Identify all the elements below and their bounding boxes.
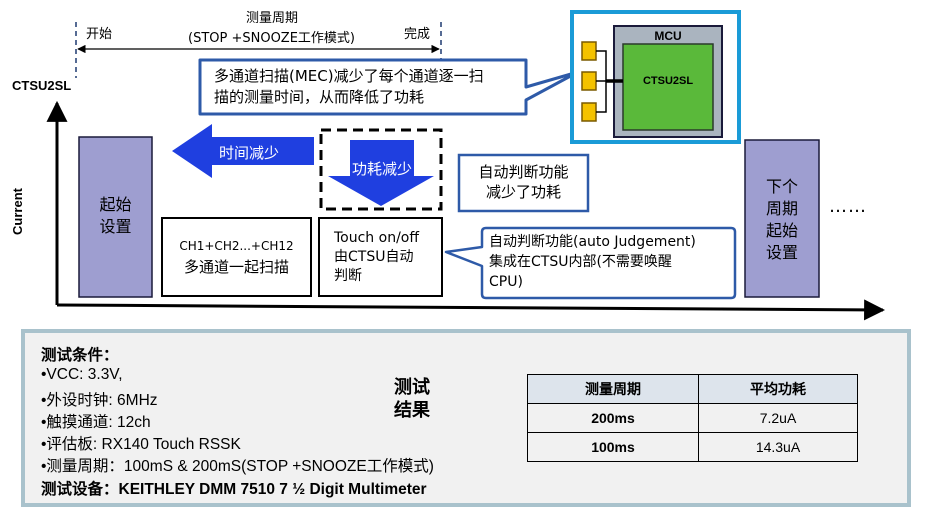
results-table: 测量周期 平均功耗 200ms 7.2uA 100ms 14.3uA bbox=[527, 374, 858, 462]
ellipsis: …… bbox=[829, 196, 867, 217]
y-axis-label: Current bbox=[9, 188, 25, 235]
time-reduce-label: 时间减少 bbox=[219, 144, 280, 162]
pin-wire bbox=[596, 50, 623, 81]
mcu-core-label: CTSU2SL bbox=[642, 75, 694, 87]
result-star-label: 测试 结果 bbox=[394, 377, 430, 421]
next-cycle-setup-label: 下个 周期 起始 设置 bbox=[765, 177, 798, 262]
auto-judge-callout-text: 自动判断功能 减少了功耗 bbox=[478, 163, 569, 201]
test-panel: 测试条件： •VCC: 3.3V, •外设时钟: 6MHz •触摸通道: 12c… bbox=[21, 329, 911, 507]
cycle-end-label: 完成 bbox=[404, 27, 431, 42]
table-cell: 14.3uA bbox=[698, 432, 858, 462]
auto-judge-detail-shape bbox=[444, 226, 737, 300]
conditions-heading: 测试条件： bbox=[41, 347, 119, 364]
cycle-start-label: 开始 bbox=[86, 27, 113, 42]
condition-line: •评估板: RX140 Touch RSSK bbox=[41, 436, 241, 453]
auto-judge-callout-shape bbox=[457, 153, 590, 213]
touch-judge-label: Touch on/off 由CTSU自动 判断 bbox=[334, 230, 419, 284]
power-reduce-arrow bbox=[328, 140, 434, 206]
condition-line: •VCC: 3.3V, bbox=[41, 366, 123, 383]
condition-line: •测量周期：100mS & 200mS(STOP +SNOOZE工作模式) bbox=[41, 458, 434, 475]
pin-wire bbox=[596, 81, 623, 113]
mcu-label: MCU bbox=[654, 29, 682, 43]
table-cell: 200ms bbox=[527, 403, 699, 433]
scan-channels-label: CH1+CH2...+CH12 bbox=[179, 239, 294, 253]
pin-icon bbox=[581, 102, 597, 122]
touch-judge-block bbox=[318, 217, 443, 297]
mec-callout-text: 多通道扫描(MEC)减少了每个通道逐一扫 描的测量时间，从而降低了功耗 bbox=[214, 67, 484, 106]
mcu-core bbox=[622, 43, 714, 131]
equipment-line: 测试设备：KEITHLEY DMM 7510 7 ½ Digit Multime… bbox=[41, 481, 427, 498]
x-axis bbox=[56, 299, 886, 321]
power-reduce-frame bbox=[319, 128, 443, 211]
scan-desc-label: 多通道一起扫描 bbox=[183, 258, 289, 276]
table-header-row: 测量周期 平均功耗 bbox=[527, 374, 858, 404]
condition-line: •外设时钟: 6MHz bbox=[41, 392, 158, 409]
time-reduce-arrow bbox=[172, 124, 314, 178]
table-row: 200ms 7.2uA bbox=[527, 403, 858, 433]
ctsu-axis-label: CTSU2SL bbox=[12, 78, 72, 93]
initial-setup-block bbox=[78, 136, 153, 298]
auto-judge-detail-text: 自动判断功能(auto Judgement) 集成在CTSU内部(不需要唤醒 C… bbox=[489, 234, 696, 290]
table-row: 100ms 14.3uA bbox=[527, 432, 858, 462]
cycle-mode: (STOP +SNOOZE工作模式) bbox=[188, 31, 355, 46]
initial-setup-label: 起始 设置 bbox=[99, 195, 132, 236]
condition-line: •触摸通道: 12ch bbox=[41, 414, 151, 431]
multi-channel-scan-block bbox=[161, 217, 312, 297]
cycle-title: 测量周期 bbox=[246, 11, 299, 26]
table-header: 平均功耗 bbox=[698, 374, 858, 404]
pin-icon bbox=[581, 41, 597, 61]
table-cell: 7.2uA bbox=[698, 403, 858, 433]
table-cell: 100ms bbox=[527, 432, 699, 462]
power-reduce-label: 功耗减少 bbox=[352, 160, 413, 178]
mec-callout-shape bbox=[198, 58, 580, 116]
pin-icon bbox=[581, 71, 597, 91]
next-cycle-setup-block bbox=[744, 139, 820, 298]
table-header: 测量周期 bbox=[527, 374, 699, 404]
